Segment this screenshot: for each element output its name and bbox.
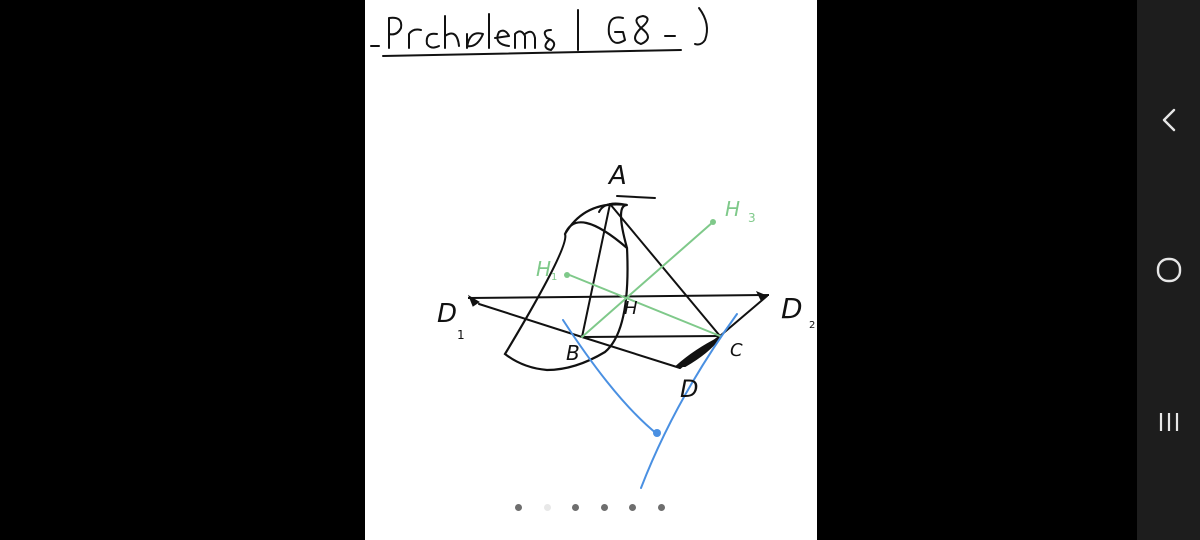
drawing-canvas[interactable]: A B C D H D 1 D 2 H 1 H 3 bbox=[365, 0, 817, 540]
label-d2-sub: 2 bbox=[809, 320, 815, 331]
triangle-abc bbox=[478, 195, 768, 369]
label-d: D bbox=[680, 375, 698, 403]
page-dot[interactable] bbox=[572, 503, 580, 511]
label-h3: H bbox=[725, 197, 740, 221]
segment-cd-scribble bbox=[674, 337, 720, 367]
label-h3-sub: 3 bbox=[748, 211, 756, 225]
label-h1: H bbox=[536, 257, 551, 281]
label-h1-sub: 1 bbox=[551, 272, 557, 283]
label-d1-sub: 1 bbox=[457, 328, 465, 342]
back-button[interactable] bbox=[1137, 90, 1200, 150]
chevron-left-icon bbox=[1162, 108, 1175, 132]
label-a: A bbox=[607, 161, 627, 191]
page-dot-active[interactable] bbox=[543, 503, 551, 511]
home-circle-icon bbox=[1156, 257, 1181, 283]
label-d2: D bbox=[781, 292, 803, 325]
point-d bbox=[653, 429, 661, 437]
label-b: B bbox=[566, 341, 580, 365]
label-h: H bbox=[624, 298, 638, 319]
recents-button[interactable] bbox=[1137, 392, 1200, 452]
page-indicator bbox=[515, 500, 665, 514]
page-dot[interactable] bbox=[600, 503, 608, 511]
point-d1 bbox=[467, 294, 480, 307]
page-dot[interactable] bbox=[657, 503, 665, 511]
problem-title bbox=[370, 7, 708, 57]
line-d1-d2 bbox=[467, 294, 770, 299]
label-d1: D bbox=[437, 299, 457, 329]
point-h3 bbox=[710, 219, 716, 225]
label-c: C bbox=[730, 340, 743, 361]
navigation-bar bbox=[1137, 0, 1200, 540]
altitude-lines bbox=[566, 221, 721, 338]
tangent-lines bbox=[562, 313, 738, 489]
point-h1 bbox=[564, 272, 570, 278]
home-button[interactable] bbox=[1137, 240, 1200, 300]
geometry-sketch: A B C D H D 1 D 2 H 1 H 3 bbox=[370, 7, 815, 489]
recents-bars-icon bbox=[1159, 413, 1178, 431]
page-dot[interactable] bbox=[515, 503, 522, 511]
page-dot[interactable] bbox=[629, 503, 637, 511]
